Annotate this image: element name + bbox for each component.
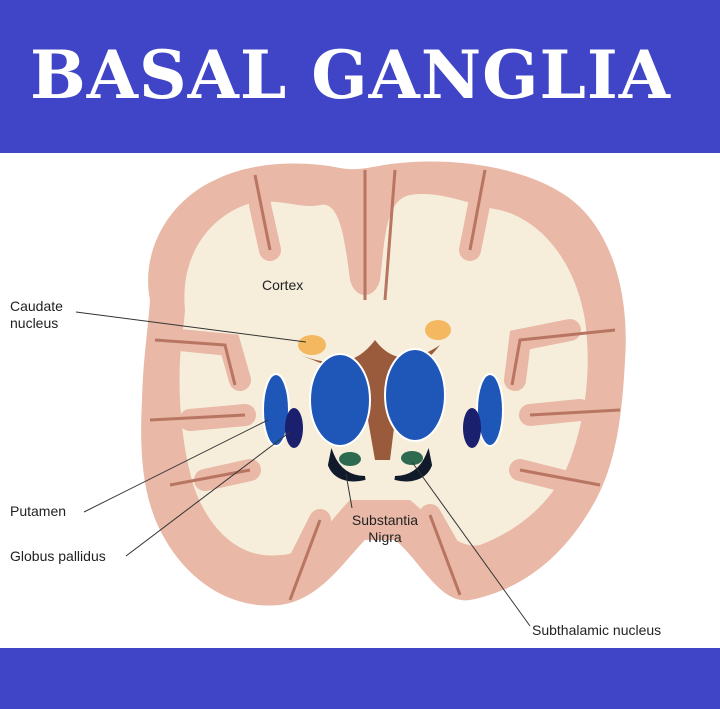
label-cortex: Cortex [262,277,304,293]
title-banner: BASAL GANGLIA [0,0,720,153]
label-caudate-line1: Caudate [10,298,63,314]
caudate-nucleus-left [298,335,326,355]
subthalamic-right [401,451,423,465]
globus-pallidus-right [463,408,481,448]
label-putamen: Putamen [10,503,67,519]
caudate-nucleus-right [425,320,451,340]
substantia-nigra-right [394,448,433,482]
label-substantia-line2: Nigra [368,529,402,545]
label-substantia-line1: Substantia [351,512,419,528]
putamen-right [476,373,504,447]
label-subthalamic-nucleus: Subthalamic nucleus [532,622,662,638]
page-title: BASAL GANGLIA [30,36,671,114]
footer-banner [0,648,720,709]
label-caudate-line2: nucleus [10,315,59,331]
subthalamic-left [339,452,361,466]
substantia-nigra-left [327,448,366,482]
label-substantia-nigra: Substantia Nigra [345,512,425,546]
putamen-left [262,373,290,447]
brain-diagram [75,161,626,627]
label-caudate-nucleus: Caudate nucleus [10,298,63,332]
globus-pallidus-left [285,408,303,448]
label-globus-pallidus: Globus pallidus [10,548,106,564]
